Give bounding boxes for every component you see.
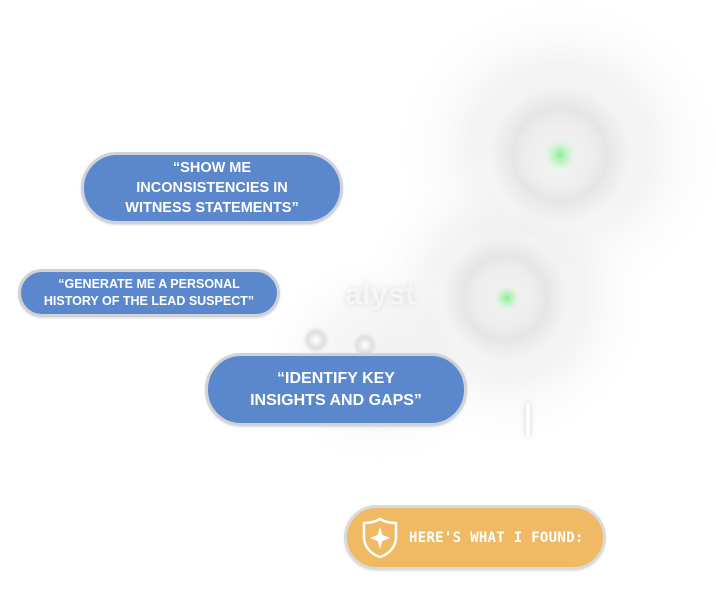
prompt-bubble-key-insights[interactable]: “IDENTIFY KEY INSIGHTS AND GAPS” [205,353,467,426]
prompt-bubble-witness-inconsistencies[interactable]: “SHOW ME INCONSISTENCIES IN WITNESS STAT… [81,152,343,224]
answer-pill: HERE'S WHAT I FOUND: [344,505,606,570]
background-ghost-mark [526,404,530,436]
answer-label: HERE'S WHAT I FOUND: [409,529,584,546]
prompt-bubble-suspect-history[interactable]: “GENERATE ME A PERSONAL HISTORY OF THE L… [18,269,280,317]
background-ghost-title: alyst [345,278,416,311]
police-badge-icon [362,517,398,558]
